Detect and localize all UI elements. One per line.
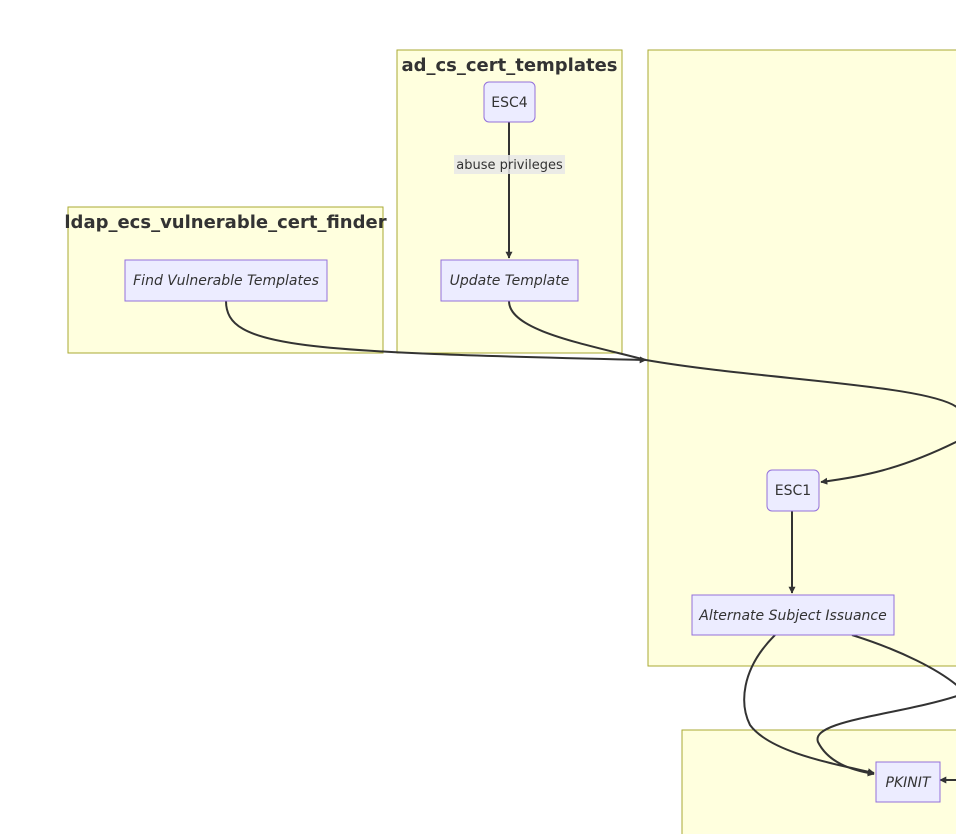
node-alternate-subject-label: Alternate Subject Issuance	[698, 608, 886, 624]
node-alternate-subject-issuance[interactable]: Alternate Subject Issuance	[691, 594, 895, 636]
edge-right-to-esc1	[820, 440, 956, 485]
cluster-ldap-ecs-vulnerable-cert-finder: ldap_ecs_vulnerable_cert_finder	[64, 206, 387, 354]
edge-alternate-subject-to-pkinit	[743, 634, 875, 776]
edge-main-entry-to-right	[645, 359, 956, 408]
edge-update-template-to-main	[508, 300, 647, 361]
node-update-template-box	[440, 259, 579, 302]
node-update-template-label: Update Template	[450, 273, 570, 289]
edge-alternate-subject-to-right	[851, 634, 956, 686]
node-update-template[interactable]: Update Template	[440, 259, 579, 302]
node-find-vulnerable-templates[interactable]: Find Vulnerable Templates	[124, 259, 328, 302]
node-esc4-box	[483, 81, 536, 123]
edge-find-vulnerable-to-main	[225, 300, 647, 364]
edge-label-text: abuse privileges	[456, 158, 563, 173]
node-esc4[interactable]: ESC4	[483, 81, 536, 123]
node-find-vulnerable-label: Find Vulnerable Templates	[133, 273, 319, 289]
node-pkinit-label: PKINIT	[886, 775, 932, 791]
cluster-adcs-label: ad_cs_cert_templates	[401, 55, 617, 76]
node-alternate-subject-box	[691, 594, 895, 636]
node-esc4-label: ESC4	[491, 95, 528, 111]
node-find-vulnerable-box	[124, 259, 328, 302]
node-pkinit[interactable]: PKINIT	[875, 761, 941, 803]
edge-loop-to-pkinit	[816, 695, 956, 777]
edge-label-background	[454, 155, 565, 174]
cluster-main	[647, 49, 956, 667]
edge-label-abuse-privileges: abuse privileges	[454, 155, 565, 174]
node-esc1-box	[766, 469, 820, 512]
node-pkinit-box	[875, 761, 941, 803]
cluster-ldap-label: ldap_ecs_vulnerable_cert_finder	[64, 212, 386, 233]
node-esc1[interactable]: ESC1	[766, 469, 820, 512]
cluster-main-box	[647, 49, 956, 667]
node-esc1-label: ESC1	[775, 483, 811, 499]
